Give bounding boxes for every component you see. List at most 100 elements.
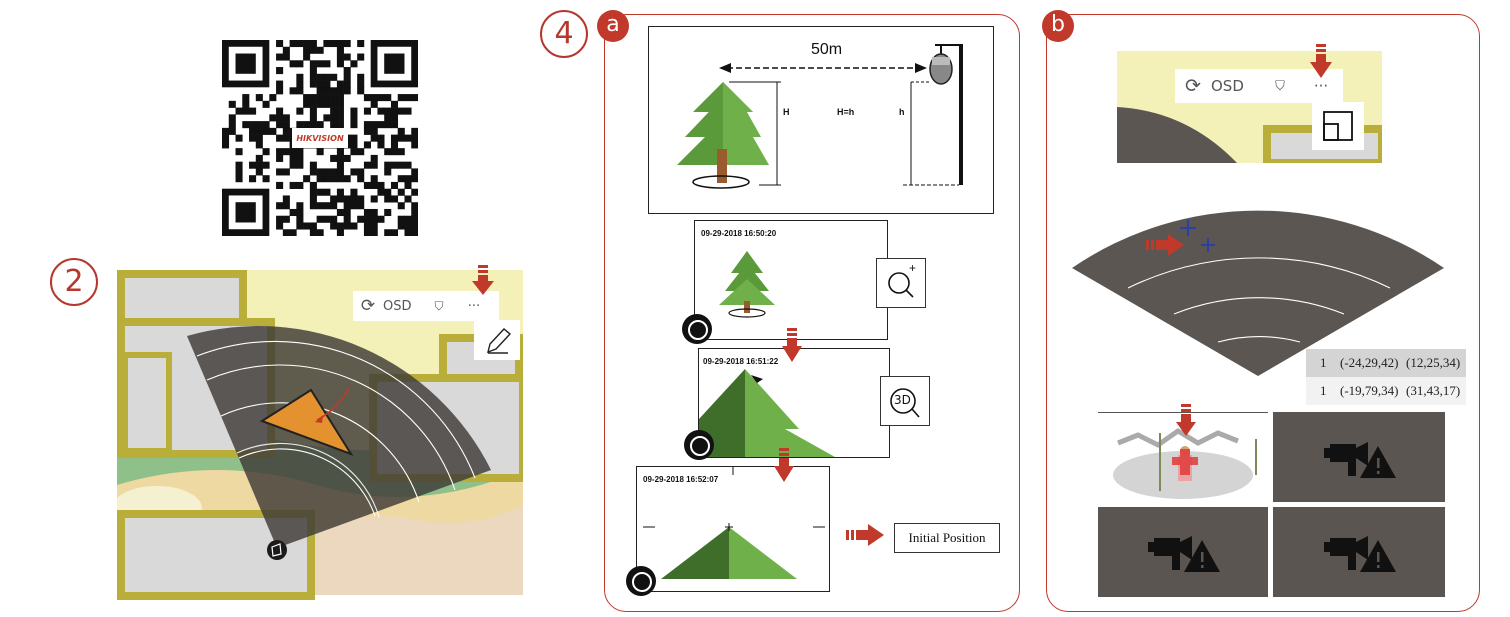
qr-module: [309, 229, 317, 237]
window-layout-button[interactable]: [1312, 102, 1364, 150]
qr-module: [330, 121, 338, 129]
qr-module: [350, 141, 358, 149]
shield-icon[interactable]: ⛉: [1275, 78, 1285, 94]
camera-logo-icon: [682, 314, 712, 344]
distance-label: 50m: [811, 41, 843, 58]
initial-position-button[interactable]: Initial Position: [894, 523, 1000, 553]
refresh-icon[interactable]: ⟳: [360, 296, 376, 316]
qr-module: [350, 114, 358, 122]
qr-module: [249, 161, 257, 169]
qr-module: [309, 107, 317, 115]
qr-module: [411, 134, 419, 142]
qr-module: [242, 94, 250, 102]
table-row[interactable]: 1 (-19,79,34) (31,43,17): [1306, 377, 1466, 405]
qr-module: [384, 195, 392, 203]
height-diagram: 50m H H=h h: [648, 26, 994, 214]
osd-button[interactable]: OSD: [383, 298, 412, 314]
qr-module: [269, 127, 277, 135]
qr-module: [262, 175, 270, 183]
qr-module: [390, 195, 399, 203]
zoom-in-button[interactable]: +: [876, 258, 926, 308]
qr-module: [357, 202, 365, 210]
radar-sector: [1072, 210, 1444, 376]
row-coord-b: (12,25,34): [1406, 355, 1461, 370]
qr-module: [282, 127, 290, 135]
qr-module: [377, 94, 385, 102]
qr-module: [397, 134, 405, 142]
qr-module: [282, 121, 290, 129]
zoom-in-icon: [888, 272, 914, 298]
qr-module: [384, 107, 392, 115]
qr-module: [357, 195, 365, 203]
qr-module: [404, 134, 412, 142]
qr-module: [384, 148, 392, 156]
qr-module: [249, 175, 257, 183]
qr-module: [390, 100, 399, 108]
edit-pencil-button[interactable]: [474, 320, 520, 360]
qr-module: [343, 222, 351, 230]
qr-module: [350, 60, 358, 68]
qr-module: [330, 107, 338, 115]
qr-module: [228, 114, 236, 122]
qr-module: [336, 121, 344, 129]
qr-module: [330, 94, 338, 102]
qr-module: [296, 202, 304, 210]
qr-module: [269, 94, 277, 102]
qr-module: [336, 53, 344, 61]
osd-button[interactable]: OSD: [1211, 77, 1244, 95]
qr-module: [276, 148, 284, 156]
qr-module: [309, 202, 317, 210]
qr-module: [323, 168, 331, 176]
table-row[interactable]: 1 (-24,29,42) (12,25,34): [1306, 349, 1466, 377]
more-button[interactable]: ···: [467, 298, 481, 314]
qr-module: [357, 80, 365, 88]
qr-module: [411, 141, 419, 149]
shield-icon[interactable]: ⛉: [434, 298, 444, 313]
qr-module: [330, 195, 338, 203]
qr-module: [276, 80, 284, 88]
qr-module: [411, 208, 419, 217]
qr-module: [330, 222, 338, 230]
qr-module: [357, 168, 365, 176]
qr-module: [390, 161, 399, 169]
qr-module: [282, 46, 290, 54]
more-button[interactable]: ···: [1313, 77, 1329, 95]
live-view-frame-3: 09-29-2018 16:52:07: [636, 466, 830, 592]
qr-module: [276, 53, 284, 61]
qr-module: [336, 46, 344, 54]
qr-module: [330, 154, 338, 162]
qr-module: [228, 100, 236, 108]
refresh-icon[interactable]: ⟳: [1185, 75, 1201, 97]
qr-module: [397, 175, 405, 183]
qr-module: [330, 73, 338, 81]
qr-module: [276, 87, 284, 95]
qr-module: [282, 195, 290, 203]
qr-module: [377, 181, 385, 189]
qr-module: [390, 229, 399, 237]
qr-module: [296, 161, 304, 169]
qr-module: [370, 94, 378, 102]
panel-a: [604, 14, 1020, 612]
qr-module: [336, 188, 344, 196]
qr-module: [323, 40, 331, 48]
qr-module: [343, 202, 351, 210]
3d-positioning-button[interactable]: 3D: [880, 376, 930, 426]
qr-module: [350, 148, 358, 156]
qr-module: [228, 127, 236, 135]
qr-module: [323, 60, 331, 68]
step-2-number: 2: [50, 258, 98, 306]
qr-module: [397, 94, 405, 102]
qr-module: [296, 215, 304, 223]
qr-module: [363, 161, 371, 169]
qr-module: [397, 127, 405, 135]
panel-b: [1046, 14, 1480, 612]
camera-offline-icon: [1148, 536, 1220, 572]
qr-module: [390, 134, 399, 142]
qr-module: [316, 229, 324, 237]
qr-module: [235, 107, 243, 115]
qr-module: [282, 114, 290, 122]
qr-module: [390, 141, 399, 149]
qr-module: [296, 40, 304, 48]
qr-module: [370, 195, 378, 203]
qr-module: [377, 121, 385, 129]
